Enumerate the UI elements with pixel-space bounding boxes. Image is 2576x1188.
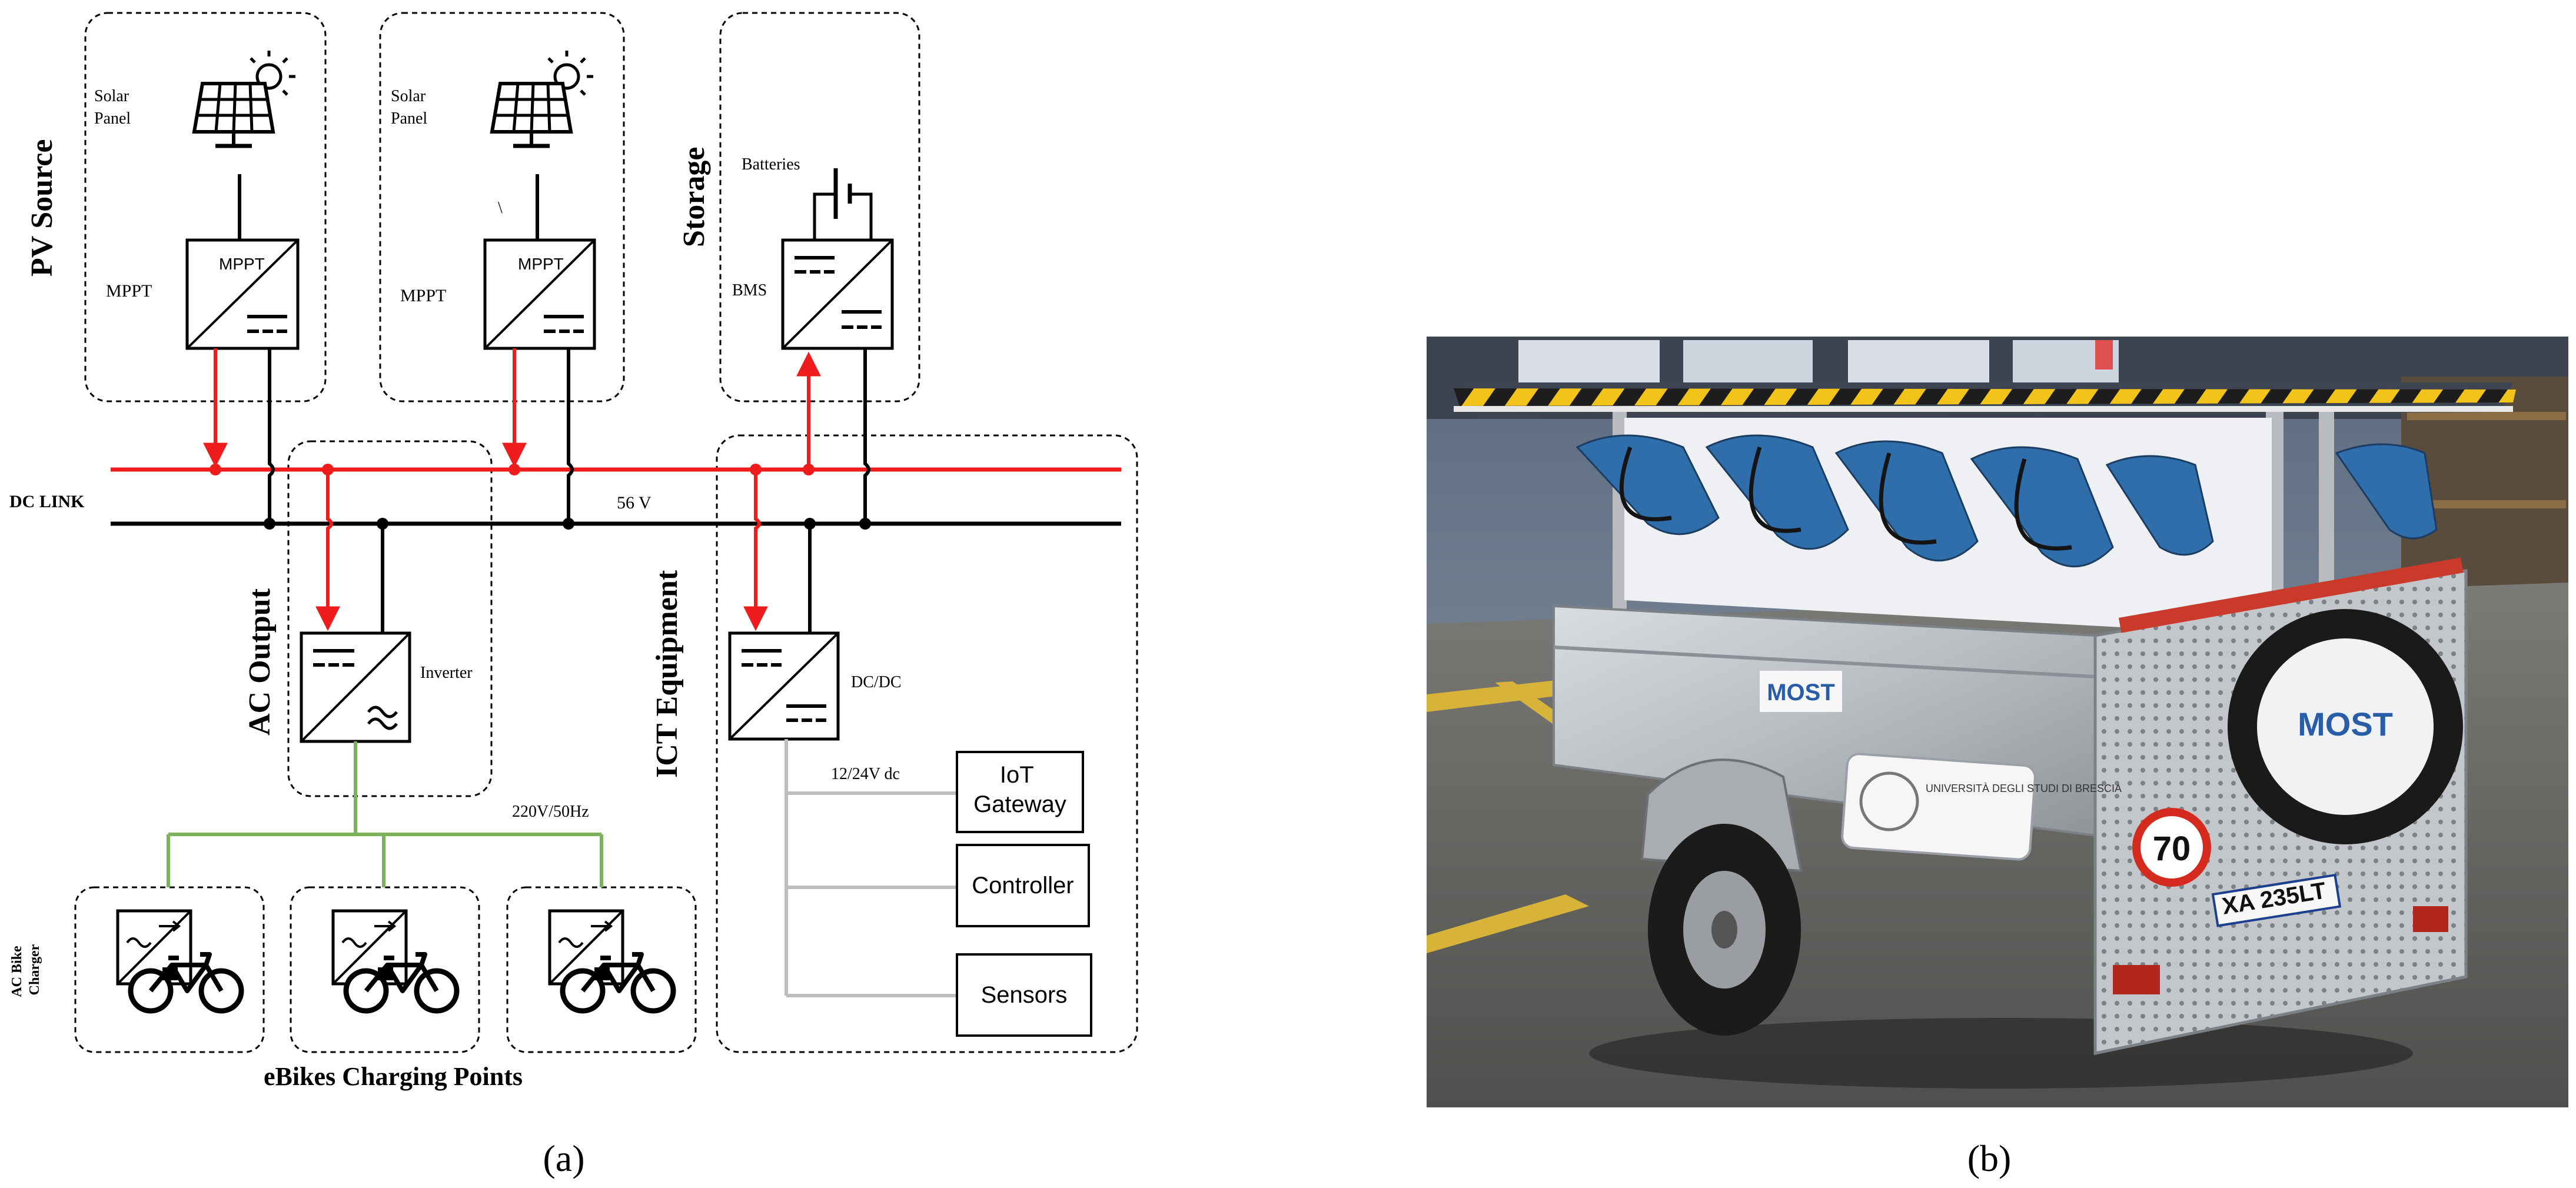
solar-panel-label-2: Solar Panel <box>391 87 430 128</box>
batteries-label: Batteries <box>742 155 800 174</box>
junction <box>210 464 221 475</box>
bms-converter <box>781 238 894 350</box>
solar-panel-label-line-1: Solar <box>94 87 129 105</box>
mppt-converter-1 <box>185 238 300 350</box>
bike-charger-icon <box>116 909 244 1014</box>
dc-out-label: 12/24V dc <box>831 765 900 783</box>
side-logo: MOST <box>1767 680 1835 706</box>
bms-negative-wire <box>863 348 870 524</box>
caption-b: (b) <box>1967 1137 2012 1179</box>
solar-panel-icon <box>192 51 295 148</box>
solar-panel-label-line-1: Solar <box>391 87 426 105</box>
storage-label: Storage <box>677 147 711 247</box>
junction <box>508 464 520 475</box>
ict-bus-lines <box>785 739 957 997</box>
bike-charger-icon <box>331 909 460 1014</box>
pv-source-label: PV Source <box>25 139 59 277</box>
wheel-logo: MOST <box>2298 706 2393 743</box>
pv-source-box-2 <box>379 12 625 402</box>
ac-output-box <box>287 440 493 797</box>
ac-bike-charger-line-1: AC Bike <box>9 946 25 997</box>
mppt-side-label-1: MPPT <box>106 281 152 301</box>
stray-mark: \ <box>498 199 503 217</box>
solar-panel-icon <box>490 51 593 148</box>
caption-a: (a) <box>543 1137 584 1179</box>
junction <box>750 464 762 475</box>
ac-output-label: AC Output <box>243 588 277 736</box>
bms-label: BMS <box>732 281 767 300</box>
dc-link-label: DC LINK <box>9 492 85 511</box>
storage-box <box>719 12 920 402</box>
mppt-converter-2 <box>483 238 596 350</box>
junction <box>322 464 334 475</box>
solar-panel-label-line-2: Panel <box>391 109 427 128</box>
battery-icon <box>813 168 873 240</box>
mppt-box-label-1: MPPT <box>219 255 265 273</box>
iot-gateway-line-1: IoT <box>1000 762 1033 788</box>
inverter-positive-wire <box>315 470 340 631</box>
sensors-label: Sensors <box>981 982 1068 1008</box>
university-sticker: UNIVERSITÀ DEGLI STUDI DI BRESCIA <box>1926 783 2122 794</box>
solar-panel-label-line-2: Panel <box>94 109 131 128</box>
junction <box>804 518 816 530</box>
sensors-box <box>956 953 1092 1037</box>
junction <box>377 518 388 530</box>
university-line-1: UNIVERSITÀ DEGLI STUDI DI BRESCIA <box>1926 783 2122 794</box>
iot-gateway-label: IoT Gateway <box>973 762 1066 817</box>
dcdc-label: DC/DC <box>851 673 902 691</box>
ac-voltage-label: 220V/50Hz <box>512 803 589 821</box>
iot-gateway-box <box>956 751 1084 833</box>
ict-equipment-label: ICT Equipment <box>650 570 684 778</box>
system-diagram: PV Source Storage AC Output ICT Equipmen… <box>9 12 1138 1179</box>
controller-box <box>956 844 1090 927</box>
junction <box>859 518 871 530</box>
dcdc-converter <box>728 631 840 741</box>
dcdc-positive-wire <box>743 470 768 631</box>
inverter-label: Inverter <box>420 664 473 682</box>
junction <box>264 518 275 530</box>
junction <box>563 518 574 530</box>
inverter-converter <box>300 631 411 743</box>
ebikes-charging-points-label: eBikes Charging Points <box>264 1062 523 1091</box>
trailer-photo: MOST 70 XA 235LT UNIVERSITÀ DEGLI STUDI … <box>1427 337 2568 1179</box>
mppt1-negative-wire <box>268 348 275 524</box>
speed-sign-value: 70 <box>2153 830 2191 868</box>
controller-label: Controller <box>972 873 1073 899</box>
iot-gateway-line-2: Gateway <box>973 791 1066 817</box>
bike-charger-icon <box>548 909 676 1014</box>
mppt2-negative-wire <box>567 348 574 524</box>
ict-equipment-box <box>716 434 1138 1053</box>
ac-bike-charger-label: AC Bike Charger <box>9 942 42 997</box>
bus-voltage-label: 56 V <box>617 493 652 513</box>
pv-source-box-1 <box>84 12 327 402</box>
bike-chargers <box>116 909 676 1014</box>
ac-distribution-lines <box>167 741 603 887</box>
junction <box>803 464 815 475</box>
ac-bike-charger-line-2: Charger <box>27 944 42 995</box>
mppt-box-label-2: MPPT <box>518 255 564 273</box>
mppt-side-label-2: MPPT <box>400 286 446 305</box>
solar-panel-label-1: Solar Panel <box>94 87 133 128</box>
